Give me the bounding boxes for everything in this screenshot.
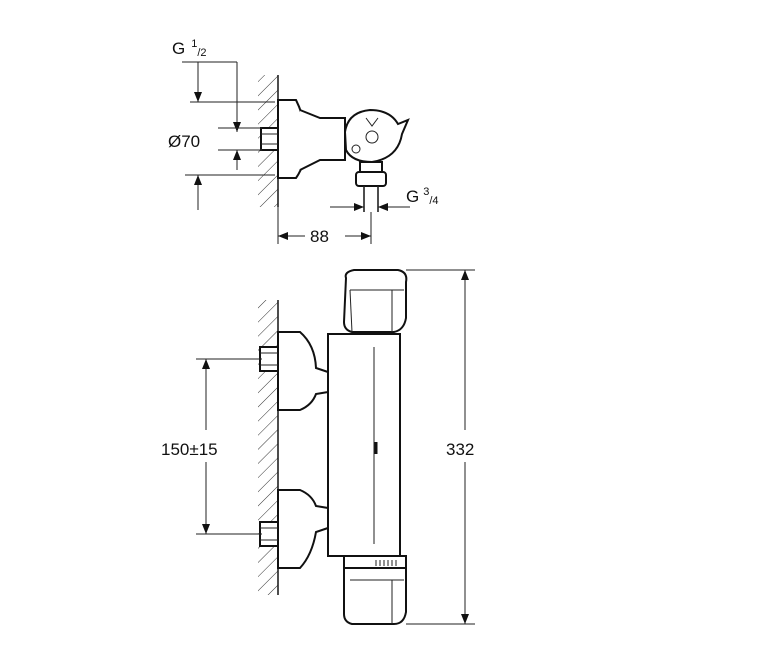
lower-flange [277, 489, 329, 569]
lower-inlet [259, 521, 279, 547]
outlet-nut [355, 171, 387, 187]
projection-label: 88 [310, 227, 329, 246]
outlet-neck [359, 161, 383, 173]
bottom-handle [343, 567, 407, 625]
top-handle [342, 269, 408, 333]
front-view: 150±15 332 [161, 269, 475, 625]
wall-diameter-label: Ø70 [168, 132, 200, 151]
upper-flange [277, 331, 329, 411]
body-arm-top [299, 109, 346, 171]
wall-hatch-front [258, 300, 278, 595]
thermostat-body [327, 333, 401, 557]
inlet-fitting-top [260, 127, 279, 151]
overall-height-label: 332 [446, 440, 474, 459]
inlet-spacing-label: 150±15 [161, 440, 218, 459]
handle-hub [365, 130, 379, 144]
temperature-scale [375, 560, 397, 566]
handle-top [343, 108, 410, 164]
upper-inlet [259, 346, 279, 372]
